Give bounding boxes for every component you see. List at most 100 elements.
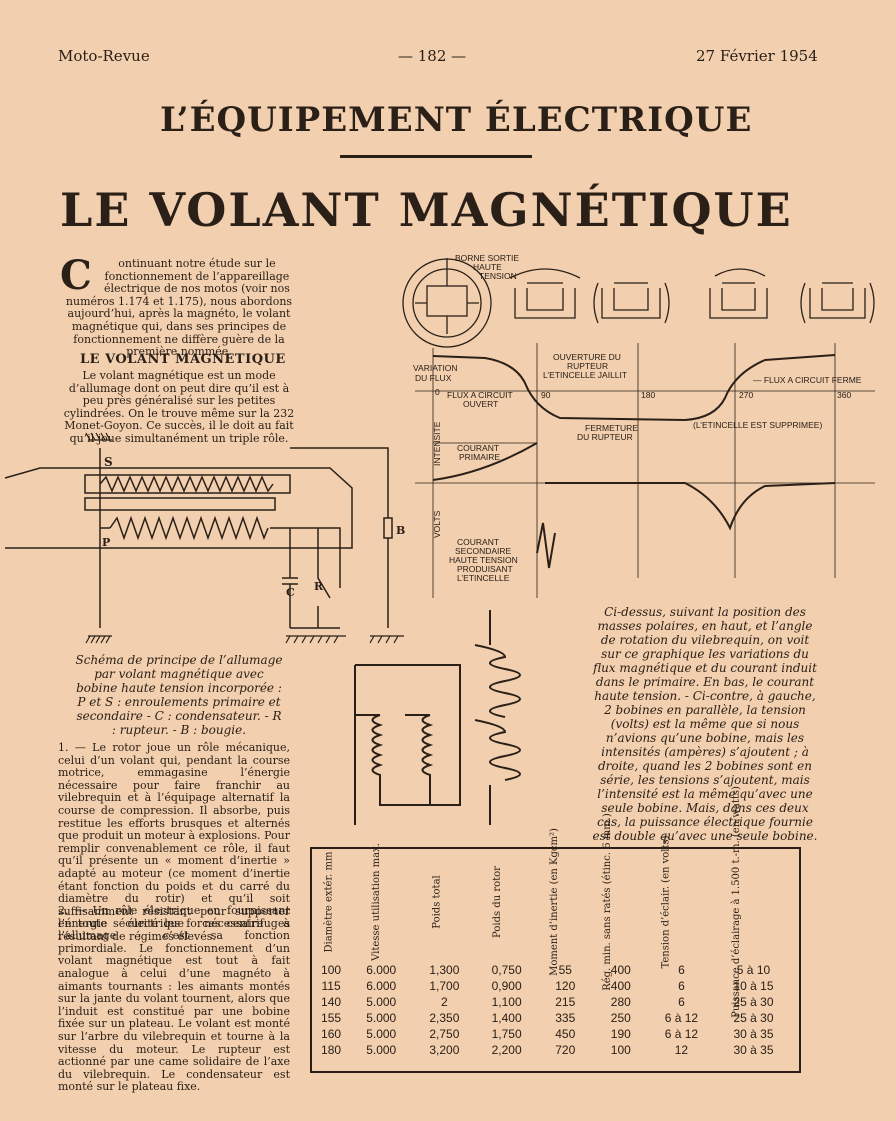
ignition-schematic: S P C R B bbox=[4, 432, 405, 644]
variation-label-1: VARIATION bbox=[413, 363, 458, 373]
issue-date: 27 Février 1954 bbox=[696, 47, 818, 65]
sec-4: PRODUISANT bbox=[457, 564, 513, 574]
dropcap: C bbox=[60, 252, 92, 299]
tick-0: 0 bbox=[435, 387, 440, 397]
col-header-6: Tension d’éclair. (en volts) bbox=[660, 834, 672, 969]
diagram-caption: Ci-dessus, suivant la position des masse… bbox=[592, 605, 818, 843]
flux-ouvert-1: FLUX A CIRCUIT bbox=[447, 390, 513, 400]
courant-1: COURANT bbox=[457, 443, 499, 453]
tick-360: 360 bbox=[837, 390, 851, 400]
haute-label: HAUTE bbox=[473, 262, 502, 272]
section-paragraph: Le volant magnétique est un mode d’allum… bbox=[63, 369, 295, 445]
table-cell: 160 bbox=[321, 1027, 342, 1041]
fermeture-2: DU RUPTEUR bbox=[577, 432, 633, 442]
table-cell: 100 bbox=[610, 1043, 631, 1057]
intensite-label: INTENSITE bbox=[432, 421, 442, 466]
courant-2: PRIMAIRE bbox=[459, 452, 500, 462]
schematic-caption: Schéma de principe de l’allumage par vol… bbox=[75, 653, 283, 737]
table-cell: 0,900 bbox=[491, 979, 522, 993]
label-b: B bbox=[396, 524, 405, 537]
table-cell: 5.000 bbox=[366, 1027, 397, 1041]
table-cell: 450 bbox=[555, 1027, 576, 1041]
fermeture-1: FERMETURE bbox=[585, 423, 638, 433]
table-cell: 140 bbox=[321, 995, 342, 1009]
intro-paragraph: C ontinuant notre étude sur le fonctionn… bbox=[60, 252, 298, 359]
sec-2: SECONDAIRE bbox=[455, 546, 512, 556]
table-cell: 215 bbox=[555, 995, 576, 1009]
table-cell: 25 à 30 bbox=[733, 995, 774, 1009]
table-cell: 5.000 bbox=[366, 995, 397, 1009]
table-cell: 400 bbox=[610, 963, 631, 977]
table-cell: 180 bbox=[321, 1043, 342, 1057]
table-cell: 100 bbox=[321, 963, 342, 977]
label-c: C bbox=[286, 586, 295, 599]
col-header-4: Moment d’inertie (en Kgcm²) bbox=[548, 827, 560, 976]
label-p: P bbox=[102, 536, 110, 549]
table-cell: 6 à 12 bbox=[664, 1011, 699, 1025]
specs-table: Diamètre extér. mm Vitesse utilisation m… bbox=[310, 786, 801, 1073]
table-cell: 55 bbox=[558, 963, 572, 977]
table-cell: 280 bbox=[610, 995, 631, 1009]
table-cell: 6.000 bbox=[366, 963, 397, 977]
table-cell: 1,750 bbox=[491, 1027, 522, 1041]
table-cell: 1,100 bbox=[491, 995, 522, 1009]
table-cell: 25 à 30 bbox=[733, 1011, 774, 1025]
section-heading: LE VOLANT MAGNETIQUE bbox=[80, 352, 286, 367]
ouverture-3: L’ETINCELLE JAILLIT bbox=[543, 370, 627, 380]
table-cell: 6 bbox=[678, 963, 685, 977]
table-cell: 6 à 12 bbox=[664, 1027, 699, 1041]
table-cell: 5 à 10 bbox=[736, 963, 771, 977]
table-cell: 2,200 bbox=[491, 1043, 522, 1057]
table-cell: 1,400 bbox=[491, 1011, 522, 1025]
coils-diagram bbox=[354, 610, 521, 825]
table-cell: 30 à 35 bbox=[733, 1043, 774, 1057]
table-cell: 0,750 bbox=[491, 963, 522, 977]
magazine-name: Moto-Revue bbox=[58, 47, 150, 65]
table-cell: 12 bbox=[674, 1043, 689, 1057]
tick-270: 270 bbox=[739, 390, 753, 400]
table-cell: 115 bbox=[321, 979, 341, 993]
table-cell: 155 bbox=[321, 1011, 342, 1025]
table-cell: 190 bbox=[610, 1027, 631, 1041]
table-cell: 10 à 15 bbox=[733, 979, 774, 993]
label-r: R bbox=[314, 580, 324, 593]
paragraph-1: 1. — Le rotor joue un rôle mécanique, ce… bbox=[58, 741, 290, 943]
supprimee-label: (L’ETINCELLE EST SUPPRIMEE) bbox=[693, 420, 822, 430]
ouverture-2: RUPTEUR bbox=[567, 361, 608, 371]
article-title: LE VOLANT MAGNÉTIQUE bbox=[60, 183, 793, 237]
intro-text: ontinuant notre étude sur le fonctionnem… bbox=[65, 257, 293, 359]
tick-90: 90 bbox=[541, 390, 551, 400]
variation-label-2: DU FLUX bbox=[415, 373, 452, 383]
table-cell: 335 bbox=[555, 1011, 576, 1025]
table-cell: 5.000 bbox=[366, 1011, 397, 1025]
col-header-5: Rég. min. sans ratés (étinc. 6 mm.) bbox=[602, 812, 614, 991]
col-header-1: Vitesse utilisation max. bbox=[371, 842, 382, 961]
table-cell: 2,750 bbox=[429, 1027, 460, 1041]
table-cell: 2,350 bbox=[429, 1011, 460, 1025]
table-cell: 5.000 bbox=[366, 1043, 397, 1057]
flux-waveform-diagram: VARIATION DU FLUX 0 90 180 270 360 BORNE… bbox=[402, 253, 875, 598]
table-cell: 1,300 bbox=[429, 963, 460, 977]
volts-label: VOLTS bbox=[432, 510, 442, 538]
table-cell: 6 bbox=[678, 979, 685, 993]
table-cell: 120 bbox=[555, 979, 576, 993]
table-cell: 6 bbox=[678, 995, 685, 1009]
sec-5: L’ETINCELLE bbox=[457, 573, 510, 583]
col-header-2: Poids total bbox=[431, 874, 443, 929]
sec-3: HAUTE TENSION bbox=[449, 555, 518, 565]
tension-label: TENSION bbox=[479, 271, 517, 281]
table-cell: 400 bbox=[610, 979, 631, 993]
table-cell: 3,200 bbox=[429, 1043, 460, 1057]
paragraph-2: 2. — Un rôle électrique en fournissant l… bbox=[58, 904, 290, 1094]
label-s: S bbox=[104, 455, 113, 469]
flux-ferme-label: — FLUX A CIRCUIT FERME bbox=[753, 375, 862, 385]
flux-ouvert-2: OUVERT bbox=[463, 399, 498, 409]
page-number: — 182 — bbox=[398, 47, 467, 65]
sec-1: COURANT bbox=[457, 537, 499, 547]
tick-180: 180 bbox=[641, 390, 655, 400]
